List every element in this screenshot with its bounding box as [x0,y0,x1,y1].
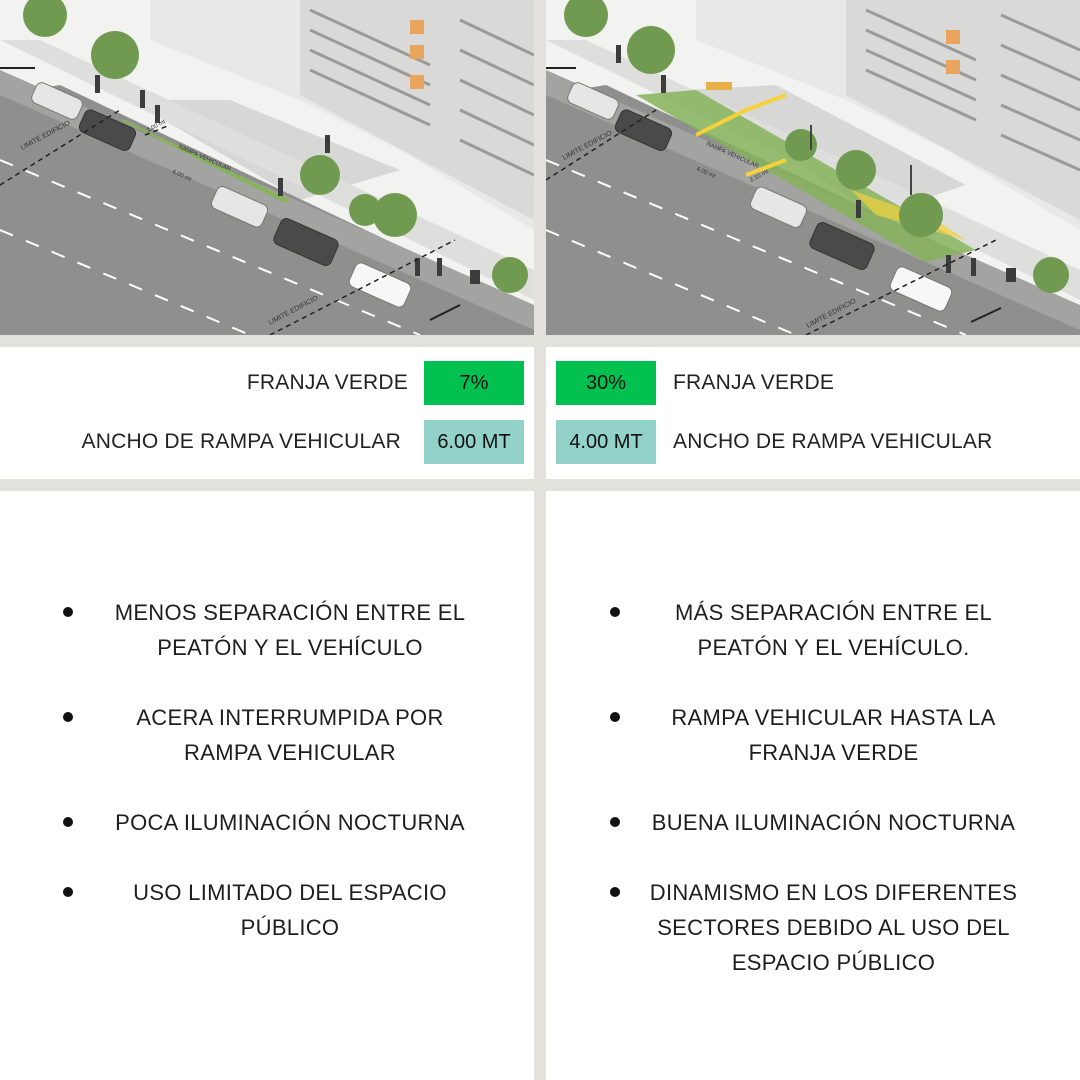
bullet-text: USO LIMITADO DEL ESPACIO PÚBLICO [133,880,447,940]
stat-label-green-strip-right: FRANJA VERDE [673,371,835,394]
bullet-dot-icon [610,607,620,617]
street-illustration-current: LIMITE EDIFICIO LIMITE EDIFICIO RAMPA VE… [0,0,534,335]
list-item: MÁS SEPARACIÓN ENTRE EL PEATÓN Y EL VEHÍ… [546,595,1066,665]
list-item: MENOS SEPARACIÓN ENTRE EL PEATÓN Y EL VE… [0,595,520,665]
stat-label-ramp-width-left: ANCHO DE RAMPA VEHICULAR [81,430,401,453]
list-item: POCA ILUMINACIÓN NOCTURNA [0,805,520,840]
list-item: DINAMISMO EN LOS DIFERENTES SECTORES DEB… [546,875,1066,980]
bullet-dot-icon [610,887,620,897]
bullet-list-current: MENOS SEPARACIÓN ENTRE EL PEATÓN Y EL VE… [0,595,520,980]
bullet-dot-icon [610,712,620,722]
bullet-dot-icon [63,607,73,617]
list-item: ACERA INTERRUMPIDA POR RAMPA VEHICULAR [0,700,520,770]
bullet-dot-icon [63,887,73,897]
bullet-text: DINAMISMO EN LOS DIFERENTES SECTORES DEB… [649,880,1018,975]
stat-value-green-strip-left: 7% [424,361,524,405]
bullet-dot-icon [63,817,73,827]
vertical-divider [534,0,546,1080]
isometric-street-drawing: LIMITE EDIFICIO LIMITE EDIFICIO RAMPA VE… [546,0,1080,335]
bullet-dot-icon [610,817,620,827]
bullet-text: POCA ILUMINACIÓN NOCTURNA [115,810,465,835]
bullet-text: MÁS SEPARACIÓN ENTRE EL PEATÓN Y EL VEHÍ… [674,600,992,660]
bullet-text: BUENA ILUMINACIÓN NOCTURNA [651,810,1016,835]
bullet-dot-icon [63,712,73,722]
list-item: BUENA ILUMINACIÓN NOCTURNA [546,805,1066,840]
bullet-text: RAMPA VEHICULAR HASTA LA FRANJA VERDE [671,705,996,765]
street-illustration-proposal: LIMITE EDIFICIO LIMITE EDIFICIO RAMPA VE… [546,0,1080,335]
bullet-list-proposal: MÁS SEPARACIÓN ENTRE EL PEATÓN Y EL VEHÍ… [546,595,1066,1015]
isometric-street-drawing: LIMITE EDIFICIO LIMITE EDIFICIO RAMPA VE… [0,0,534,335]
stat-label-ramp-width-right: ANCHO DE RAMPA VEHICULAR [673,430,993,453]
list-item: USO LIMITADO DEL ESPACIO PÚBLICO [0,875,520,945]
stat-label-green-strip-left: FRANJA VERDE [246,371,408,394]
list-item: RAMPA VEHICULAR HASTA LA FRANJA VERDE [546,700,1066,770]
bullet-text: ACERA INTERRUMPIDA POR RAMPA VEHICULAR [136,705,444,765]
stat-value-ramp-width-right: 4.00 MT [556,420,656,464]
stat-value-ramp-width-left: 6.00 MT [424,420,524,464]
stat-value-green-strip-right: 30% [556,361,656,405]
bullet-text: MENOS SEPARACIÓN ENTRE EL PEATÓN Y EL VE… [114,600,466,660]
